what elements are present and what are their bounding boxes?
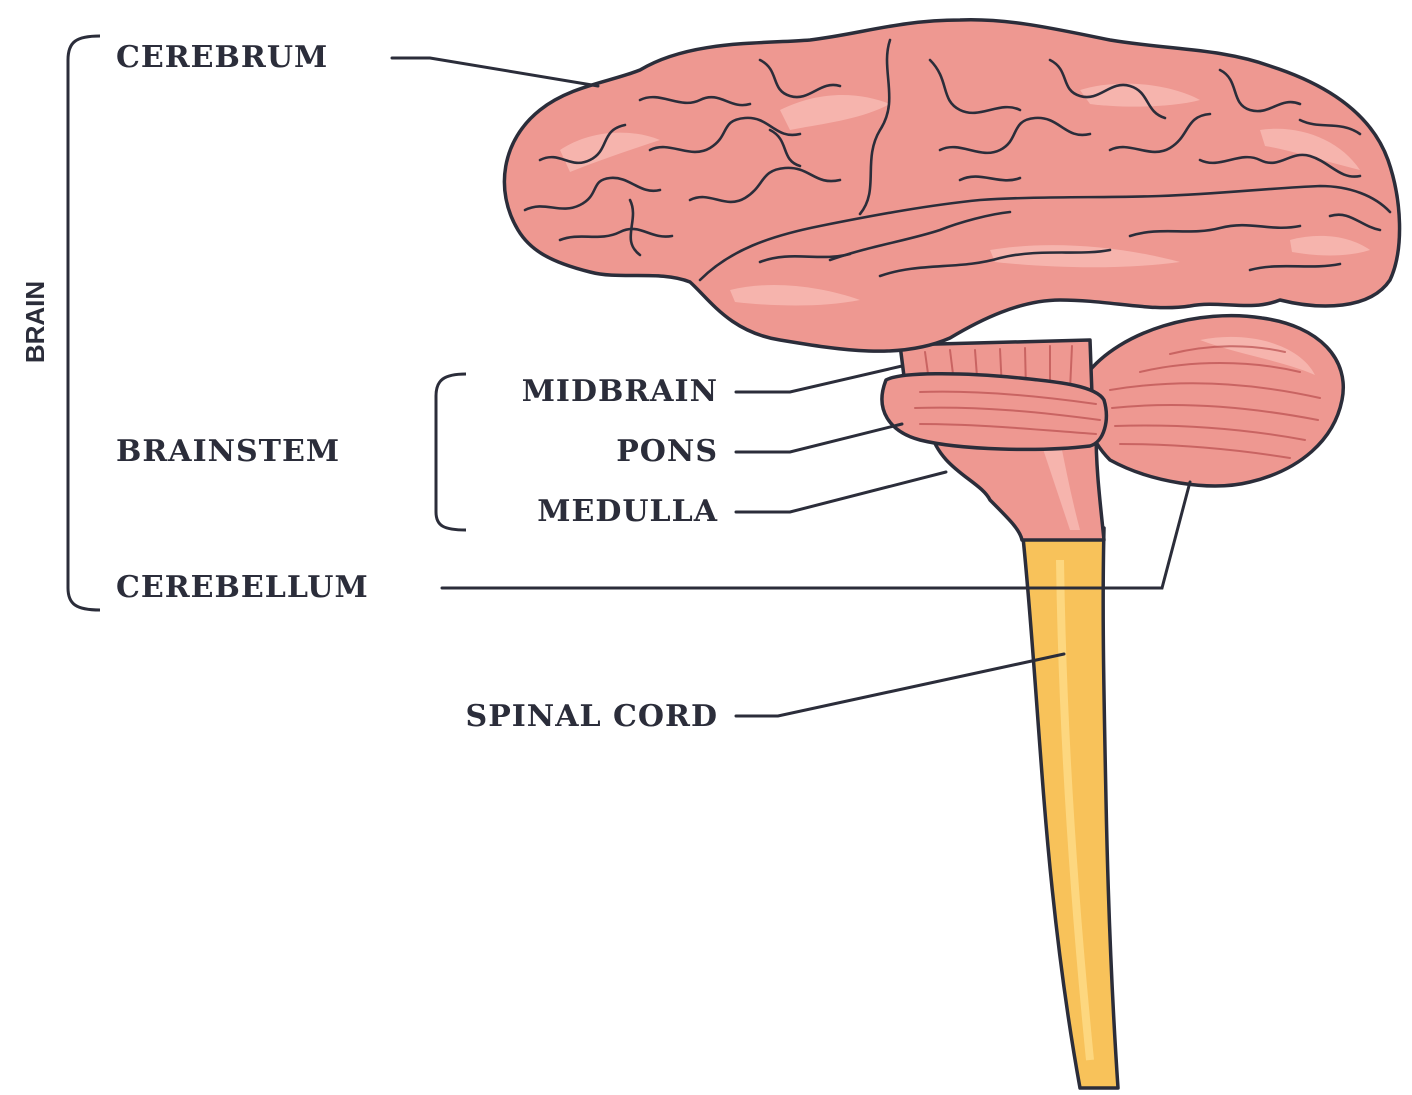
cerebellum — [1083, 316, 1343, 486]
medulla-label: MEDULLA — [537, 494, 718, 529]
cerebrum — [504, 20, 1399, 351]
cerebrum-label: CEREBRUM — [116, 40, 328, 75]
brainstem — [882, 340, 1106, 540]
midbrain-label: MIDBRAIN — [522, 374, 718, 409]
medulla-leader — [736, 472, 946, 512]
spinal-cord — [1022, 528, 1118, 1088]
pons-leader — [736, 424, 902, 452]
cerebrum-leader — [392, 58, 598, 86]
brainstem-brace — [436, 374, 466, 530]
spinal-cord-label: SPINAL CORD — [466, 699, 718, 734]
brain-label: BRAIN — [20, 281, 50, 363]
midbrain-leader — [736, 366, 902, 392]
spinal-cord-leader — [736, 654, 1064, 716]
brain-brace — [68, 36, 100, 610]
pons-label: PONS — [616, 434, 718, 469]
cerebellum-label: CEREBELLUM — [116, 570, 369, 605]
brainstem-label: BRAINSTEM — [116, 434, 340, 469]
